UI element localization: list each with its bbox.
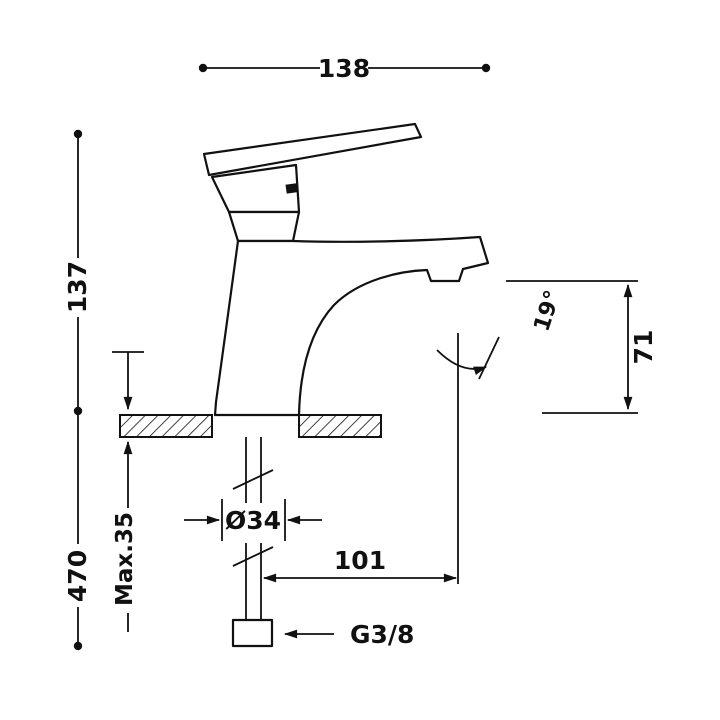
angle-reference-line [478,336,500,380]
faucet-lever-handle [202,122,423,177]
dimension-height-137: 137 [63,129,92,416]
dim-label-deck: Max.35 [112,512,138,606]
dimension-height-470: 470 [63,411,92,651]
pipe-break-mark-upper [232,469,274,490]
faucet-body-spout [213,235,490,417]
mounting-deck-right [298,414,382,438]
faucet-outline-group [202,122,490,417]
handle-indicator-dot [285,183,298,194]
dim-label-height-upper: 137 [63,261,92,313]
pipe-break-mark-lower [232,546,274,567]
dimension-hole-diameter: Ø34 [184,499,322,541]
dim-label-hole: Ø34 [225,506,281,535]
dim-label-thread: G3/8 [350,620,414,649]
mounting-deck-left [119,414,213,438]
mounting-deck-group [119,414,382,438]
dim-label-spout-height: 71 [629,330,658,365]
dim-label-reach: 101 [334,546,386,575]
annotation-stream-angle: 19° [436,287,566,380]
dim-label-angle: 19° [529,287,566,334]
angle-arc-arrow [436,349,488,375]
supply-pipe-group [231,437,274,648]
annotation-thread: G3/8 [283,620,414,649]
dimension-deck-max35: Max.35 [112,351,144,632]
dimension-spout-height: 71 [506,280,658,414]
faucet-cartridge-collar [227,210,301,243]
dimension-spout-reach: 101 [262,333,459,584]
dim-label-height-lower: 470 [63,550,92,602]
dimension-width-138: 138 [198,54,491,83]
dim-label-width: 138 [318,54,370,83]
g38-connector [231,618,274,648]
